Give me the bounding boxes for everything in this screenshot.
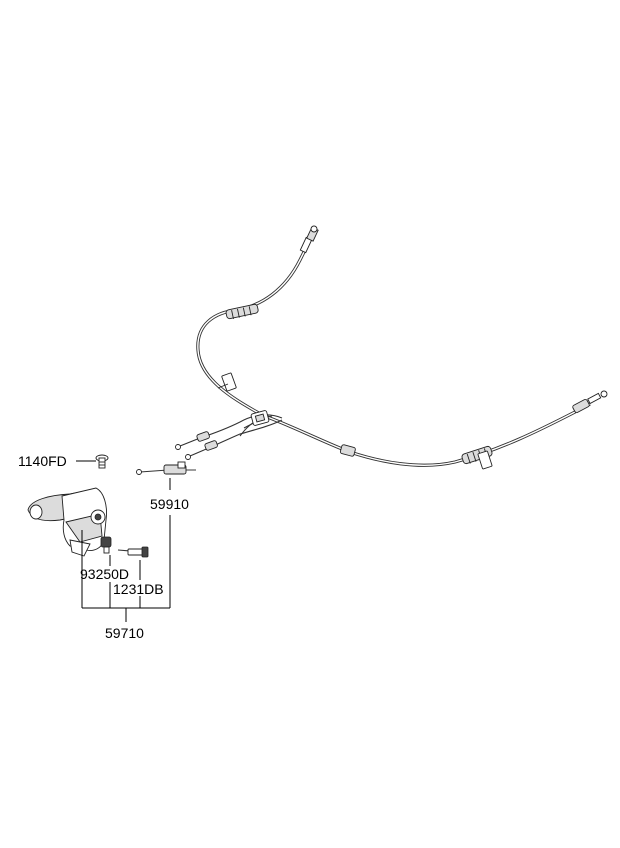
upper-cable-bracket (217, 372, 237, 392)
screw-1231db (117, 546, 149, 558)
label-93250d: 93250D (80, 566, 129, 582)
label-59910: 59910 (150, 496, 189, 512)
right-cable-end-fitting (572, 390, 608, 414)
leader-lines (76, 460, 171, 622)
parking-brake-cable-assembly (136, 225, 608, 475)
equalizer-bracket (250, 410, 270, 426)
label-59710: 59710 (105, 625, 144, 641)
upper-cable-end-fitting (299, 225, 319, 254)
adjuster-rod (136, 461, 196, 475)
parking-brake-lever (27, 487, 107, 557)
label-1231db: 1231DB (113, 581, 164, 597)
front-cable-ends (175, 431, 218, 460)
label-1140fd: 1140FD (18, 453, 67, 469)
middle-cable-grommet (339, 444, 356, 457)
bolt-1140fd (95, 454, 109, 469)
upper-cable-boot (225, 303, 259, 320)
switch-93250d (100, 536, 112, 554)
right-cable-boot (461, 445, 493, 470)
